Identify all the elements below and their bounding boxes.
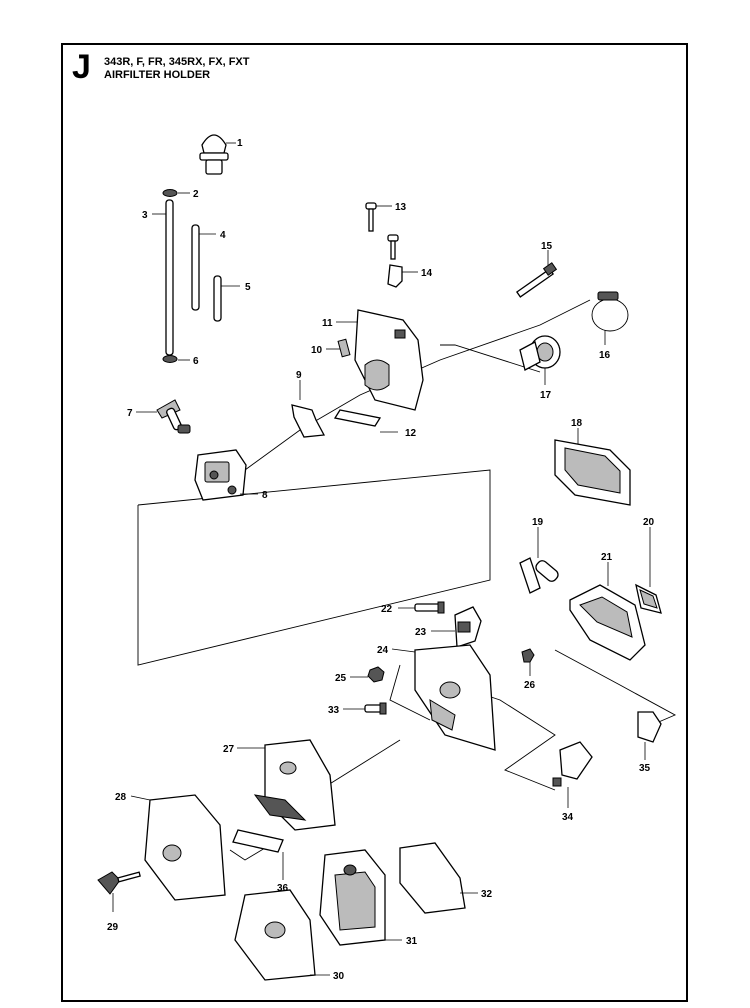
filter-cover-part	[144, 794, 226, 901]
filter-grid-part	[319, 849, 386, 946]
foam-filter-part	[399, 842, 466, 914]
long-rod-part	[165, 199, 174, 356]
callout-27: 27	[223, 744, 235, 755]
hose-clamp-part	[591, 291, 629, 332]
callout-1: 1	[237, 138, 243, 149]
callout-19: 19	[532, 517, 544, 528]
long-bolt-part	[515, 262, 558, 298]
callout-31: 31	[406, 936, 418, 947]
callout-10: 10	[311, 345, 323, 356]
outer-cover-part	[234, 889, 316, 981]
primer-bulb-part	[199, 134, 229, 175]
callout-14: 14	[421, 268, 433, 279]
callout-26: 26	[524, 680, 536, 691]
nut-25-part	[367, 666, 385, 683]
washer-top-part	[162, 189, 178, 197]
callout-7: 7	[127, 408, 133, 419]
medium-rod-part	[191, 224, 200, 311]
callout-30: 30	[333, 971, 345, 982]
callout-32: 32	[481, 889, 493, 900]
bolt-22-part	[414, 601, 445, 614]
nut-26-part	[521, 648, 535, 663]
filter-holder-bracket-part	[354, 309, 424, 411]
filter-gasket-part	[554, 439, 631, 506]
callout-21: 21	[601, 552, 613, 563]
callout-29: 29	[107, 922, 119, 933]
callout-23: 23	[415, 627, 427, 638]
callout-6: 6	[193, 356, 199, 367]
callout-2: 2	[193, 189, 199, 200]
section-letter: J	[72, 48, 91, 86]
callout-9: 9	[296, 370, 302, 381]
callout-25: 25	[335, 673, 347, 684]
callout-20: 20	[643, 517, 655, 528]
assembly-lines	[137, 299, 677, 861]
carburetor-part	[194, 449, 247, 501]
section-title: AIRFILTER HOLDER	[104, 69, 211, 81]
callout-12: 12	[405, 428, 417, 439]
screw-14-part	[387, 234, 399, 260]
callout-35: 35	[639, 763, 651, 774]
short-rod-part	[213, 275, 222, 322]
airfilter-holder-part	[569, 584, 646, 661]
filter-base-part	[414, 644, 496, 751]
callout-34: 34	[562, 812, 574, 823]
choke-lever-part	[519, 557, 559, 594]
small-gasket-part	[337, 338, 351, 358]
callout-33: 33	[328, 705, 340, 716]
filter-element-part	[253, 739, 336, 831]
cover-knob-part	[97, 871, 141, 895]
gasket-20-part	[635, 583, 662, 614]
callout-28: 28	[115, 792, 127, 803]
latch-part	[552, 741, 593, 787]
foam-strip-part	[333, 409, 382, 427]
callout-36: 36	[277, 883, 289, 894]
callout-18: 18	[571, 418, 583, 429]
model-list: 343R, F, FR, 345RX, FX, FXT	[104, 56, 250, 68]
callout-3: 3	[142, 210, 148, 221]
screw-33-part	[364, 702, 387, 715]
clip-part	[387, 264, 403, 288]
callout-labels: 1 2 3 4 5 6 7 8 9 10 11 12 13 14 15 16 1…	[107, 138, 655, 982]
bracket-23-part	[454, 606, 482, 648]
gasket-plate-part	[291, 404, 326, 438]
diagram-frame	[61, 43, 688, 1002]
callout-5: 5	[245, 282, 251, 293]
callout-11: 11	[322, 318, 333, 329]
callout-24: 24	[377, 645, 389, 656]
leader-lines	[112, 142, 651, 976]
callout-15: 15	[541, 241, 553, 252]
washer-bottom-part	[162, 355, 178, 363]
intake-bellows-part	[519, 335, 561, 371]
choke-shaft-part	[156, 399, 191, 434]
callout-22: 22	[381, 604, 393, 615]
strip-36-part	[232, 829, 284, 853]
callout-4: 4	[220, 230, 226, 241]
callout-16: 16	[599, 350, 611, 361]
callout-13: 13	[395, 202, 407, 213]
knob-35-part	[637, 711, 662, 743]
callout-8: 8	[262, 490, 268, 501]
screw-13-part	[365, 202, 377, 232]
callout-17: 17	[540, 390, 552, 401]
